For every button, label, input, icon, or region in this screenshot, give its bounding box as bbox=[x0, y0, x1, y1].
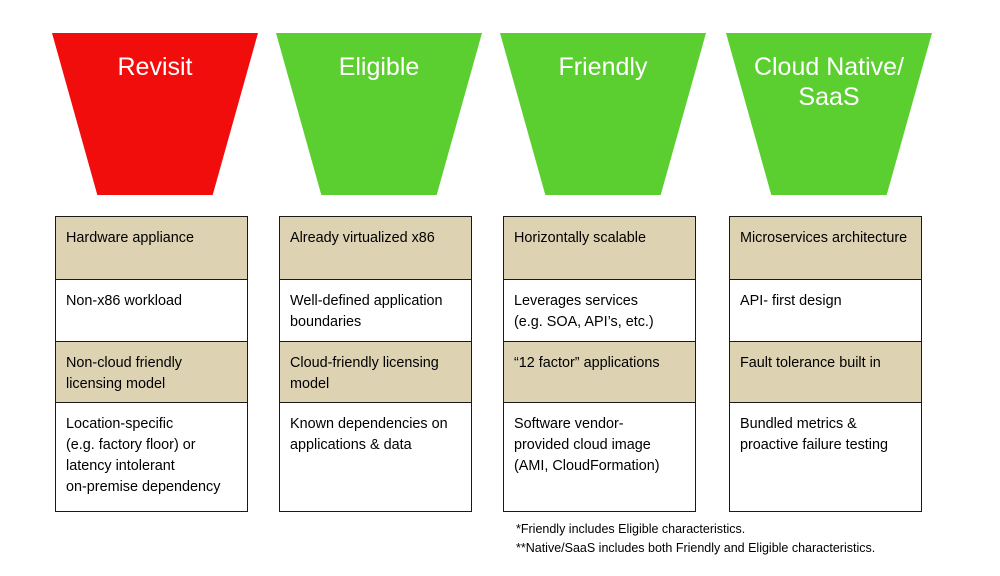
cloud-native-title: Cloud Native/ SaaS bbox=[753, 53, 905, 111]
eligible-cell-1: Already virtualized x86 bbox=[280, 217, 471, 280]
friendly-cell-3: “12 factor” applications bbox=[504, 342, 695, 403]
revisit-cell-2: Non-x86 workload bbox=[56, 280, 247, 342]
friendly-cell-1: Horizontally scalable bbox=[504, 217, 695, 280]
column-cloud-native-saas: Cloud Native/ SaaS Microservices archite… bbox=[726, 0, 946, 576]
cloud-native-cell-2: API- first design bbox=[730, 280, 921, 342]
column-revisit: Revisit Hardware appliance Non-x86 workl… bbox=[52, 0, 272, 576]
eligible-cell-2: Well-defined application boundaries bbox=[280, 280, 471, 342]
column-eligible: Eligible Already virtualized x86 Well-de… bbox=[276, 0, 496, 576]
friendly-cell-4: Software vendor- provided cloud image (A… bbox=[514, 416, 660, 474]
friendly-cell-2: Leverages services (e.g. SOA, API’s, etc… bbox=[504, 280, 695, 342]
footnote-friendly: *Friendly includes Eligible characterist… bbox=[516, 522, 746, 536]
eligible-cell-3: Cloud-friendly licensing model bbox=[280, 342, 471, 403]
friendly-title: Friendly bbox=[558, 53, 648, 81]
column-friendly: Friendly Horizontally scalable Leverages… bbox=[500, 0, 720, 576]
revisit-title: Revisit bbox=[117, 53, 193, 81]
cloud-native-cell-3: Fault tolerance built in bbox=[730, 342, 921, 403]
revisit-cell-3: Non-cloud friendly licensing model bbox=[56, 342, 247, 403]
cloud-native-cell-4: Bundled metrics & proactive failure test… bbox=[740, 416, 888, 453]
cloud-native-cell-1: Microservices architecture bbox=[730, 217, 921, 280]
revisit-cell-1: Hardware appliance bbox=[56, 217, 247, 280]
eligible-cell-4: Known dependencies on applications & dat… bbox=[290, 416, 448, 453]
eligible-title: Eligible bbox=[338, 53, 420, 81]
revisit-table: Hardware appliance Non-x86 workload Non-… bbox=[55, 216, 248, 512]
footnote-native-saas: **Native/SaaS includes both Friendly and… bbox=[516, 541, 876, 555]
cloud-native-table: Microservices architecture API- first de… bbox=[729, 216, 922, 512]
friendly-table: Horizontally scalable Leverages services… bbox=[503, 216, 696, 512]
revisit-cell-4: Location-specific (e.g. factory floor) o… bbox=[66, 416, 221, 495]
eligible-table: Already virtualized x86 Well-defined app… bbox=[279, 216, 472, 512]
